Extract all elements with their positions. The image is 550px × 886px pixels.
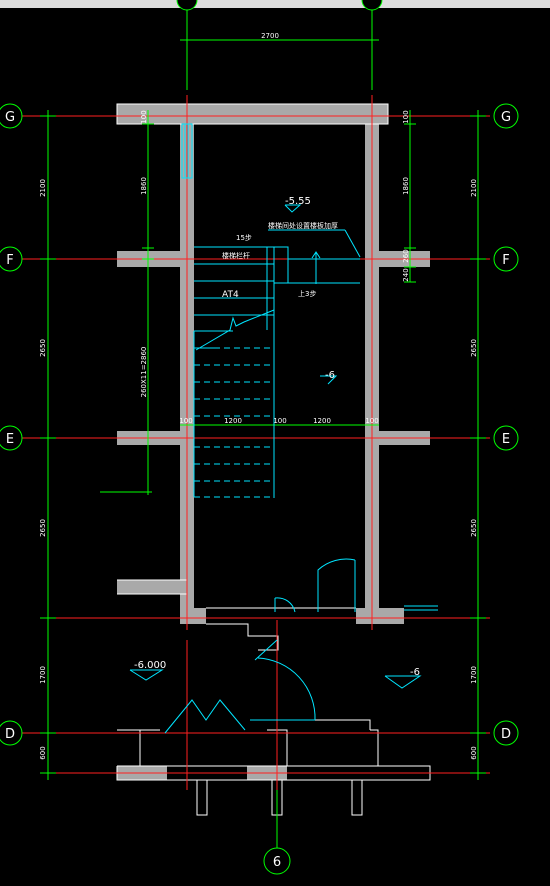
dim-top-width: 2700 bbox=[261, 32, 279, 40]
axis-bubble-E-left bbox=[0, 425, 23, 451]
axis-bubble-D-right bbox=[493, 720, 519, 746]
dim-inner-top: 100 bbox=[140, 110, 148, 123]
dim-left-D-lower: 1700 bbox=[39, 666, 47, 684]
elevation-minus-6-right: -6 bbox=[410, 667, 420, 678]
dim-left-ED: 2650 bbox=[39, 519, 47, 537]
axis-bubble-6 bbox=[263, 847, 291, 875]
dim-right-bottom: 600 bbox=[470, 746, 478, 759]
axis-bubble-D-left bbox=[0, 720, 23, 746]
axis-bubble-top-left bbox=[176, 0, 198, 11]
label-at4: AT4 bbox=[222, 290, 239, 300]
dim-wall-100-c: 100 bbox=[365, 417, 378, 425]
dim-flight-1200-b: 1200 bbox=[313, 417, 331, 425]
elevation-minus-5-55: -5.55 bbox=[285, 196, 311, 207]
wall-top-beam bbox=[117, 104, 388, 124]
axis-bubble-top-right bbox=[361, 0, 383, 11]
dim-flight-1200-a: 1200 bbox=[224, 417, 242, 425]
axis-bubble-F-right bbox=[493, 246, 519, 272]
axis-label-G-left: G bbox=[5, 110, 15, 125]
axis-lines bbox=[22, 95, 490, 850]
axis-bubble-F-left bbox=[0, 246, 23, 272]
axis-label-E-left: E bbox=[6, 432, 14, 447]
stair-details bbox=[129, 123, 438, 734]
axis-label-F-right: F bbox=[502, 253, 509, 268]
dim-left-FE: 2650 bbox=[39, 339, 47, 357]
window-top-bar bbox=[0, 0, 550, 8]
dim-wall-100-a: 100 bbox=[179, 417, 192, 425]
axis-label-D-left: D bbox=[5, 727, 15, 742]
dim-left-bottom: 600 bbox=[39, 746, 47, 759]
axis-bubble-E-right bbox=[493, 425, 519, 451]
dim-inner-right-1860: 1860 bbox=[402, 177, 410, 195]
axis-label-F-left: F bbox=[6, 253, 13, 268]
dim-left-GF: 2100 bbox=[39, 179, 47, 197]
axis-label-E-right: E bbox=[502, 432, 510, 447]
dim-inner-right-240: 240 bbox=[402, 268, 410, 281]
dim-inner-260: 260 bbox=[402, 249, 410, 262]
annotations: -5.55 楼梯间处设置楼板加厚 15步 楼梯栏杆 AT4 上3步 -6 -6.… bbox=[134, 196, 420, 678]
elevation-minus-6000: -6.000 bbox=[134, 660, 166, 671]
axis-label-6: 6 bbox=[273, 855, 281, 870]
label-stair-rail: 楼梯栏杆 bbox=[222, 251, 250, 260]
axis-bubbles bbox=[0, 0, 519, 875]
wall-bottom-right bbox=[356, 608, 404, 624]
label-up-3-steps: 上3步 bbox=[298, 289, 316, 298]
elevation-minus-6-mid: -6 bbox=[325, 370, 335, 381]
dim-right-ED: 2650 bbox=[470, 519, 478, 537]
dimension-texts: 2700 2100 2650 2650 1700 600 2100 2650 2… bbox=[39, 32, 478, 760]
dimension-lines bbox=[40, 10, 486, 848]
dim-inner-1860: 1860 bbox=[140, 177, 148, 195]
axis-labels: G F E D G F E D 6 bbox=[5, 110, 511, 870]
axis-label-D-right: D bbox=[501, 727, 511, 742]
note-slab-thickening: 楼梯间处设置楼板加厚 bbox=[268, 221, 338, 230]
dim-right-GF: 2100 bbox=[470, 179, 478, 197]
wall-lower-left-stub bbox=[117, 580, 187, 594]
wall-outlines bbox=[116, 103, 431, 816]
axis-bubble-G-right bbox=[493, 103, 519, 129]
dim-wall-100-b: 100 bbox=[273, 417, 286, 425]
dim-stair-run: 260X11=2860 bbox=[140, 347, 148, 398]
dim-right-D-lower: 1700 bbox=[470, 666, 478, 684]
dim-right-FE: 2650 bbox=[470, 339, 478, 357]
label-15-steps: 15步 bbox=[236, 234, 252, 242]
axis-bubble-G-left bbox=[0, 103, 23, 129]
dim-inner-right-top: 100 bbox=[402, 110, 410, 123]
wall-bottom-left bbox=[180, 608, 206, 624]
axis-label-G-right: G bbox=[501, 110, 511, 125]
